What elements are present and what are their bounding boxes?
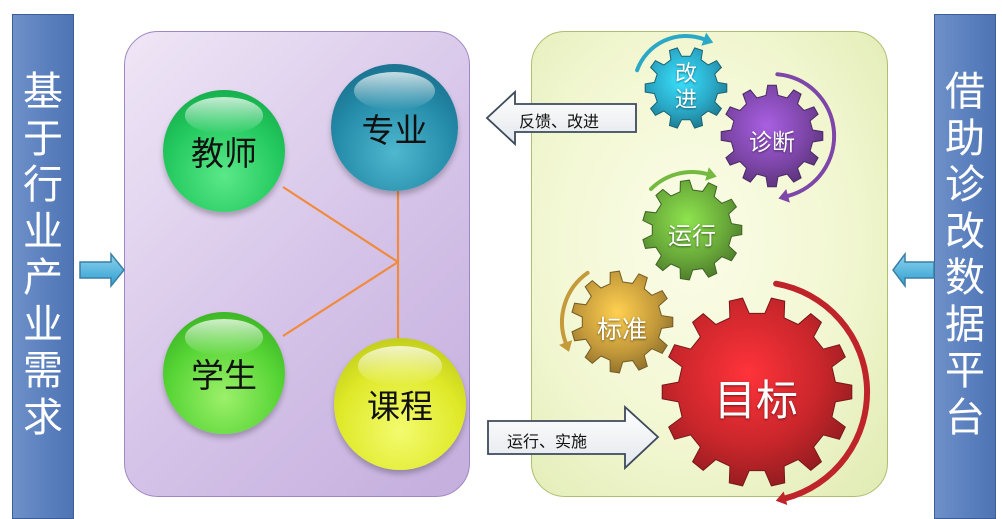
teacher-node: 教师 [163,90,285,212]
left-inflow-arrow [79,251,125,289]
arc-run-head [705,167,717,181]
arc-standard [560,270,590,345]
major-label: 专业 [361,110,428,150]
arc-improve-head [701,32,714,46]
cycle-arrows [559,32,871,505]
arc-run [649,170,709,191]
run-arrow [487,404,660,471]
arc-goal [773,280,871,502]
gear-improve-line1: 改 [674,62,697,87]
gear-diagnose [720,84,824,188]
gear-goal [661,297,853,487]
gear-improve-line2: 进 [674,88,697,113]
run-label: 运行、实施 [507,432,588,451]
gear-diagnose-label: 诊断 [749,130,795,156]
gear-standard-label: 标准 [596,315,647,344]
arc-diagnose-head [778,189,790,203]
gear-improve-label: 改 进 [668,62,704,114]
arc-standard-head [559,340,573,352]
connector-student [282,261,399,337]
teacher-label: 教师 [191,134,257,173]
connector-lines [282,186,400,340]
right-banner-text: 借助诊改数据平台 [945,69,985,441]
arc-improve [635,33,706,73]
left-banner-text: 基于行业产业需求 [23,69,63,441]
connector-teacher [282,186,399,263]
gear-improve [644,47,728,129]
gear-standard [571,270,674,374]
left-banner: 基于行业产业需求 [12,14,74,519]
right-banner: 借助诊改数据平台 [934,14,996,519]
arc-diagnose [775,72,837,198]
course-label: 课程 [367,387,433,426]
arc-goal-head [775,491,788,505]
feedback-label: 反馈、改进 [519,112,600,131]
course-node: 课程 [334,338,466,470]
gears-group [571,47,853,487]
major-node: 专业 [331,64,458,191]
right-inflow-arrow [892,251,935,289]
gear-run [642,179,743,281]
gear-run-label: 运行 [668,222,716,250]
feedback-arrow [485,89,637,147]
student-node: 学生 [163,312,285,434]
gear-goal-label: 目标 [713,376,798,425]
student-label: 学生 [191,356,257,395]
